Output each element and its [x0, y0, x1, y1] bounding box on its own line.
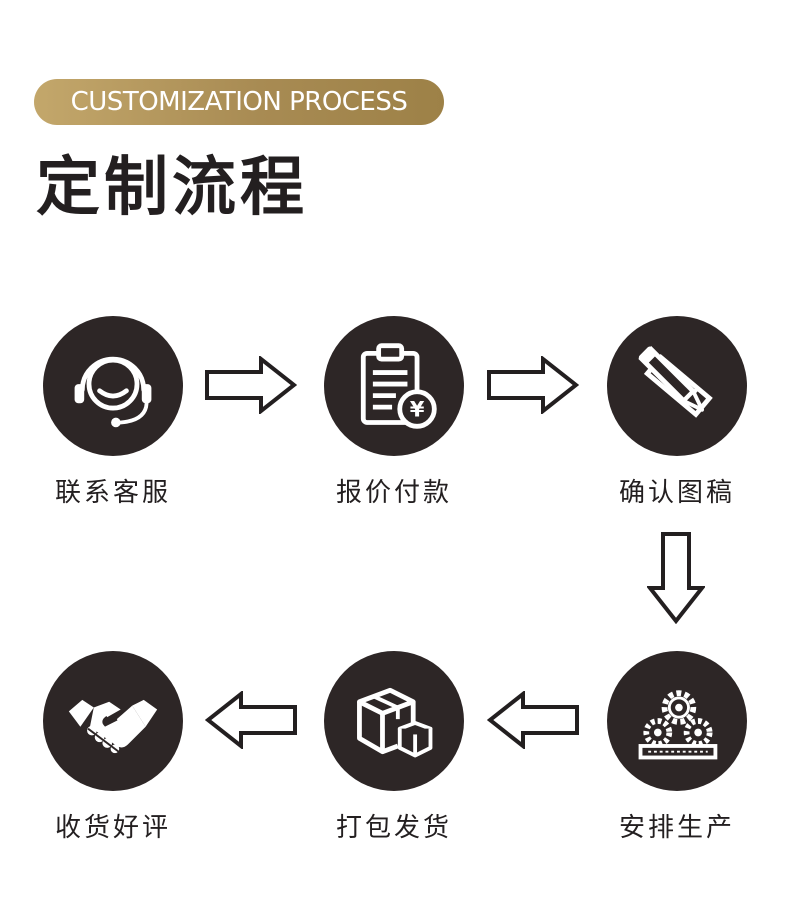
arrow-down-icon [647, 532, 705, 624]
page-title: 定制流程 [36, 151, 308, 225]
process-badge: CUSTOMIZATION PROCESS [34, 79, 444, 125]
step-confirm-artwork: 确认图稿 [567, 316, 787, 536]
arrow-left-icon [487, 691, 579, 749]
step-label: 确认图稿 [618, 478, 735, 508]
step-label: 收货好评 [54, 813, 171, 843]
step-circle: ¥ [324, 316, 464, 456]
package-box-icon [357, 687, 433, 758]
step-circle [43, 316, 183, 456]
step-pack-ship: 打包发货 [284, 651, 504, 871]
step-circle [607, 316, 747, 456]
headset-icon [74, 356, 152, 428]
gears-icon [638, 690, 718, 760]
step-quote-payment: ¥ 报价付款 [284, 316, 504, 536]
arrow-right-icon [487, 356, 579, 414]
step-label: 联系客服 [54, 478, 171, 508]
badge-text: CUSTOMIZATION PROCESS [70, 87, 408, 117]
yen-symbol: ¥ [410, 397, 425, 422]
step-arrange-production: 安排生产 [567, 651, 787, 871]
clipboard-yen-icon: ¥ [360, 343, 437, 429]
step-circle [324, 651, 464, 791]
arrow-left-icon [205, 691, 297, 749]
step-label: 报价付款 [335, 478, 452, 508]
handshake-icon [68, 699, 158, 754]
step-label: 打包发货 [335, 813, 452, 843]
step-circle [43, 651, 183, 791]
step-contact-service: 联系客服 [3, 316, 223, 536]
arrow-right-icon [205, 356, 297, 414]
step-circle [607, 651, 747, 791]
step-label: 安排生产 [618, 813, 735, 843]
ruler-pencil-icon [638, 345, 713, 418]
step-receive-review: 收货好评 [3, 651, 223, 871]
